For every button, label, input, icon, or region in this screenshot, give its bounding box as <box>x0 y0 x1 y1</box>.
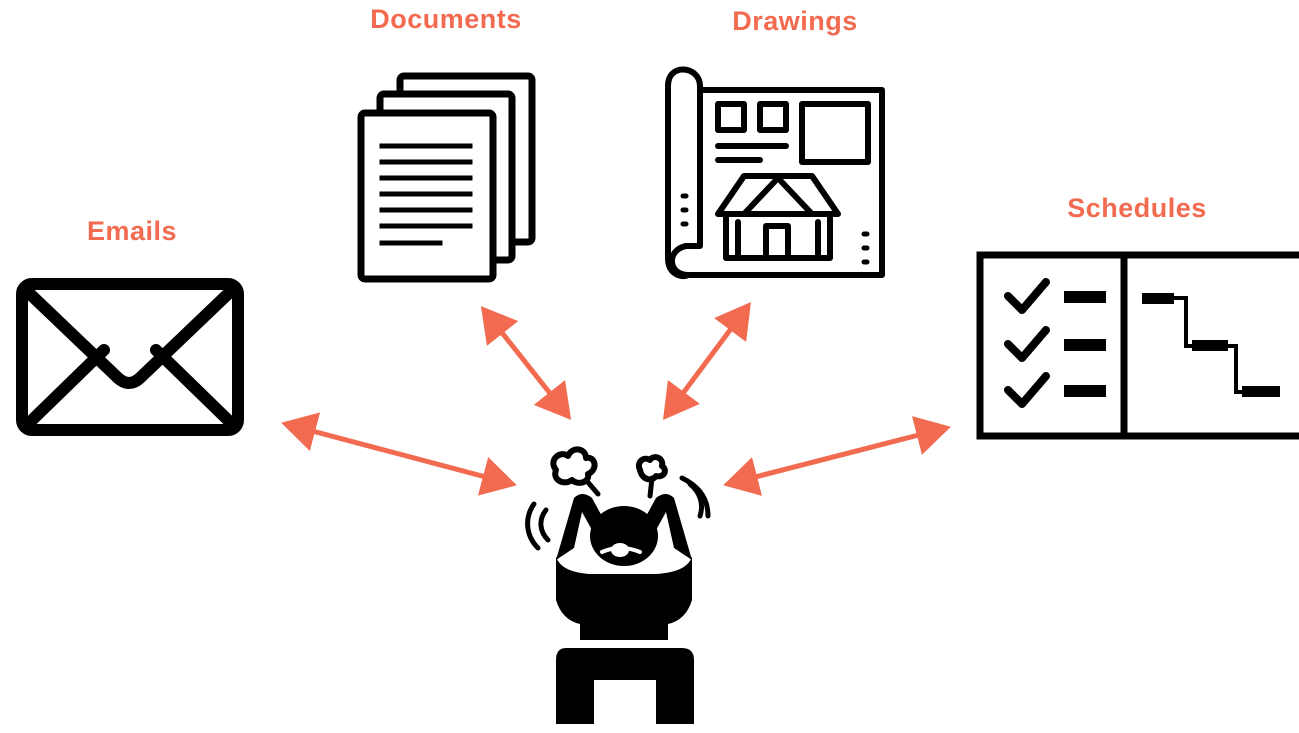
arrow-person-drawings <box>663 301 751 421</box>
arrow-person-schedules <box>723 416 951 496</box>
drawings-label: Drawings <box>732 6 858 36</box>
envelope-icon <box>16 278 244 436</box>
blueprint-house-icon <box>665 66 885 280</box>
gantt-checklist-icon <box>976 251 1299 440</box>
stressed-person-icon <box>525 446 711 724</box>
arrow-person-emails <box>281 412 517 496</box>
arrow-person-documents <box>480 306 572 420</box>
emails-label: Emails <box>86 216 178 246</box>
schedules-label: Schedules <box>1067 193 1207 223</box>
documents-label: Documents <box>370 4 522 34</box>
documents-stack-icon <box>357 72 536 283</box>
connection-arrows <box>281 301 951 496</box>
